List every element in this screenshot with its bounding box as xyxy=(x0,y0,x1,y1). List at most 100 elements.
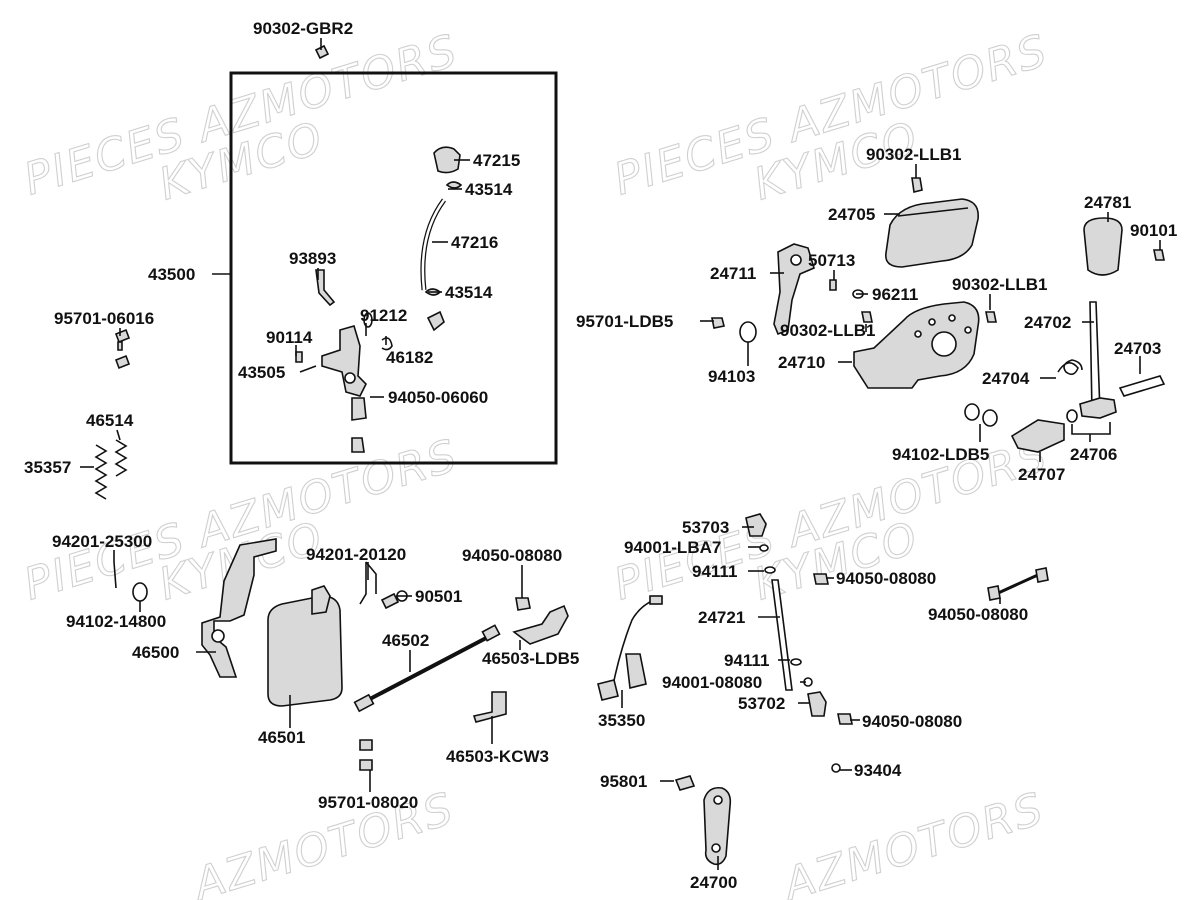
callout-label: 24707 xyxy=(1018,465,1065,484)
bolt-part xyxy=(995,572,1041,596)
screw-part xyxy=(985,311,997,323)
callout-label: 53703 xyxy=(682,518,729,537)
bolt-part xyxy=(359,739,373,771)
bracket-part xyxy=(512,604,569,645)
callout-label: 95701-LDB5 xyxy=(576,312,673,331)
callout-label: 53702 xyxy=(738,694,785,713)
callout-label: 94050-08080 xyxy=(862,712,962,731)
callout-label: 94050-08080 xyxy=(836,569,936,588)
bolt-part xyxy=(380,592,400,610)
screw-part xyxy=(315,269,336,307)
callout-label: 94102-14800 xyxy=(66,612,166,631)
screw-part xyxy=(314,44,330,60)
washer-part xyxy=(132,582,148,602)
knob-part xyxy=(1083,217,1123,276)
leader-lines xyxy=(80,38,1161,870)
callout-label: 46500 xyxy=(132,643,179,662)
rod-part xyxy=(771,579,793,691)
drive-part xyxy=(351,397,367,421)
switch-part xyxy=(625,653,647,689)
washer-part xyxy=(759,544,769,552)
hose-part xyxy=(367,634,491,702)
callout-label: 90101 xyxy=(1130,221,1177,240)
callout-label: 95701-08020 xyxy=(318,793,418,812)
clip-part xyxy=(445,181,463,189)
washer-part xyxy=(790,658,802,666)
cover-part xyxy=(885,198,979,268)
washer-part xyxy=(764,566,776,574)
fork-part xyxy=(1079,397,1117,419)
callout-label: 24781 xyxy=(1084,193,1131,212)
switch-part xyxy=(597,679,619,701)
callout-label: 94001-LBA7 xyxy=(624,538,721,557)
arm-part xyxy=(703,786,732,866)
callout-label: 43505 xyxy=(238,363,285,382)
gear-housing-part xyxy=(433,146,461,174)
bracket-part xyxy=(1010,419,1065,453)
bolt-part xyxy=(674,775,696,791)
callout-label: 95801 xyxy=(600,772,647,791)
callout-label: 50713 xyxy=(808,251,855,270)
spring-part xyxy=(94,444,108,500)
callout-label: 93404 xyxy=(854,761,902,780)
bolt-part xyxy=(114,354,131,370)
callout-label: 95701-06016 xyxy=(54,309,154,328)
spring-part xyxy=(114,439,128,477)
callout-label: 94050-08080 xyxy=(928,605,1028,624)
callout-label: 90501 xyxy=(415,587,462,606)
screw-part xyxy=(911,177,923,193)
callout-label: 24721 xyxy=(698,608,745,627)
pin-part xyxy=(113,561,117,589)
bolt-part xyxy=(711,317,725,329)
callout-label: 96211 xyxy=(872,285,918,304)
clamp-part xyxy=(472,691,507,723)
callout-label: 94111 xyxy=(724,651,769,670)
pin-part xyxy=(829,279,837,291)
callout-label: 47215 xyxy=(473,151,520,170)
callout-label: 94201-20120 xyxy=(306,545,406,564)
washer-part xyxy=(831,763,841,773)
callout-label: 43514 xyxy=(465,180,513,199)
callout-label: 35357 xyxy=(24,458,71,477)
lever-part xyxy=(773,243,815,336)
wire-part xyxy=(611,599,655,691)
callout-label: 24702 xyxy=(1024,313,1071,332)
callout-label: 43500 xyxy=(148,265,195,284)
washer-part xyxy=(739,321,757,343)
callout-label: 46182 xyxy=(386,348,433,367)
callout-label: 90114 xyxy=(266,328,313,347)
callout-label: 24704 xyxy=(982,369,1030,388)
screw-part xyxy=(1153,249,1165,261)
washer-part xyxy=(982,409,998,427)
callout-label: 24710 xyxy=(778,353,825,372)
bolt-part xyxy=(515,597,531,611)
callout-label: 94001-08080 xyxy=(662,673,762,692)
callout-label: 94201-25300 xyxy=(52,532,152,551)
cylinder-part xyxy=(267,595,343,707)
callout-label: 43514 xyxy=(445,283,493,302)
callout-label: 94050-06060 xyxy=(388,388,488,407)
callout-label: 90302-LLB1 xyxy=(952,275,1047,294)
screw-part xyxy=(295,351,303,363)
bolt-part xyxy=(813,573,829,585)
callout-label: 46502 xyxy=(382,631,429,650)
drive-part xyxy=(351,437,365,453)
callout-label: 24711 xyxy=(710,264,756,283)
callout-label: 94103 xyxy=(708,367,755,386)
callout-label: 46503-LDB5 xyxy=(482,649,579,668)
callout-label: 91212 xyxy=(360,306,407,325)
fitting-part xyxy=(426,310,445,332)
subassembly-frame xyxy=(229,71,558,465)
callout-label: 24700 xyxy=(690,873,737,892)
watermark-text: AZMOTORS xyxy=(775,783,1050,900)
joint-part xyxy=(745,513,767,537)
joint-part xyxy=(807,691,827,717)
callout-label: 24703 xyxy=(1114,339,1161,358)
shaft-part xyxy=(1089,301,1101,413)
bolt-part xyxy=(837,713,853,725)
parts xyxy=(94,44,1166,866)
callout-label: 90302-LLB1 xyxy=(780,321,875,340)
callout-label: 46503-KCW3 xyxy=(446,747,549,766)
pin-part xyxy=(1118,375,1166,397)
